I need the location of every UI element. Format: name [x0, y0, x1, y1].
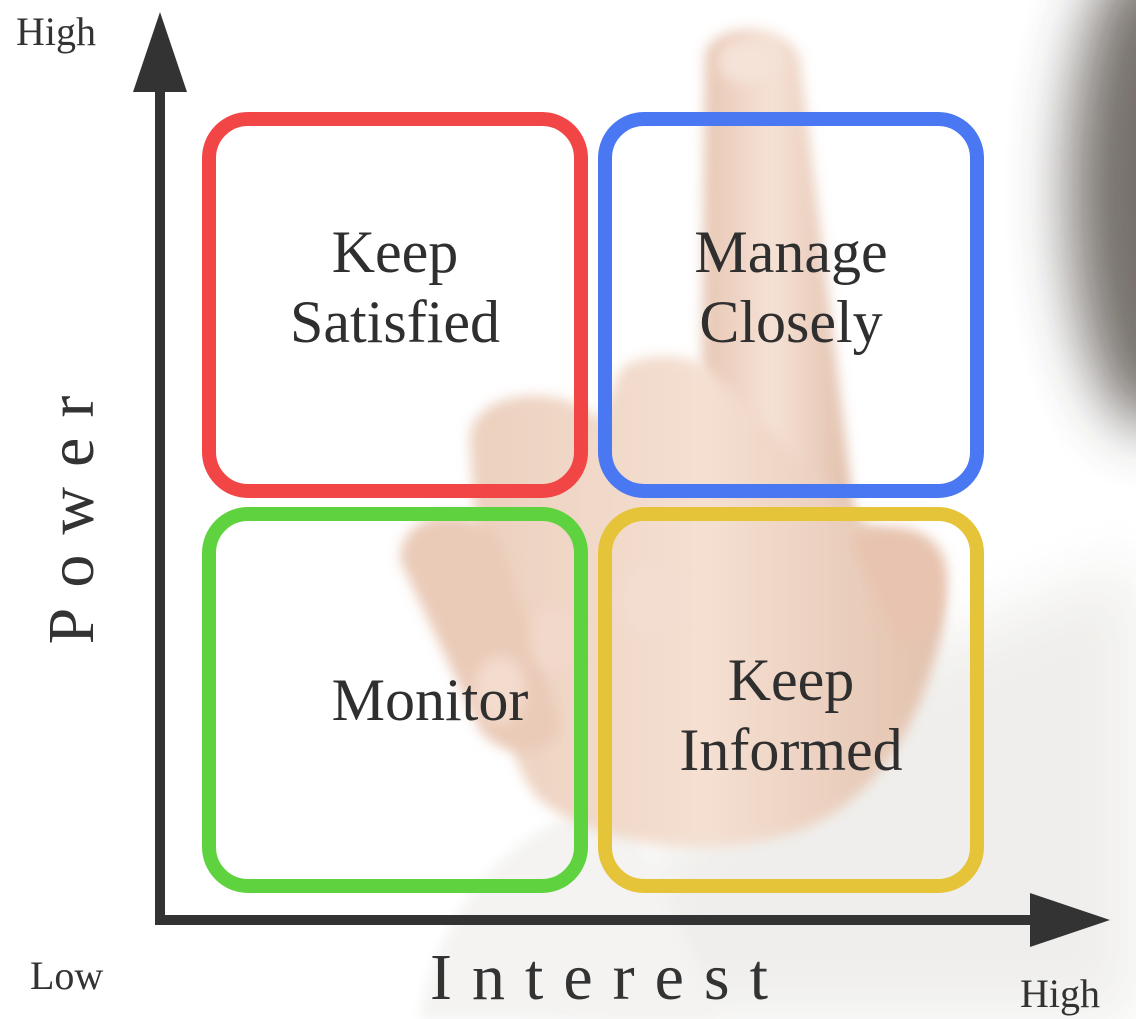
quadrant-manage-closely-label: Manage Closely — [694, 219, 888, 355]
x-axis-arrowhead — [1030, 893, 1110, 947]
y-axis-title: Power — [35, 375, 108, 645]
quadrant-keep-satisfied: Keep Satisfied — [202, 112, 588, 498]
quadrant-manage-closely: Manage Closely — [598, 112, 984, 498]
x-axis-high-label: High — [1020, 971, 1100, 1016]
quadrant-monitor-label: Monitor — [331, 667, 529, 733]
origin-low-label: Low — [30, 953, 104, 998]
quadrant-keep-informed-label: Keep Informed — [679, 647, 903, 783]
quadrant-keep-satisfied-label: Keep Satisfied — [290, 219, 500, 355]
quadrant-keep-informed: Keep Informed — [598, 507, 984, 893]
y-axis-arrowhead — [133, 12, 187, 92]
x-axis-title: Interest — [430, 941, 788, 1014]
y-axis-high-label: High — [16, 9, 96, 54]
quadrant-monitor: Monitor — [202, 507, 588, 893]
